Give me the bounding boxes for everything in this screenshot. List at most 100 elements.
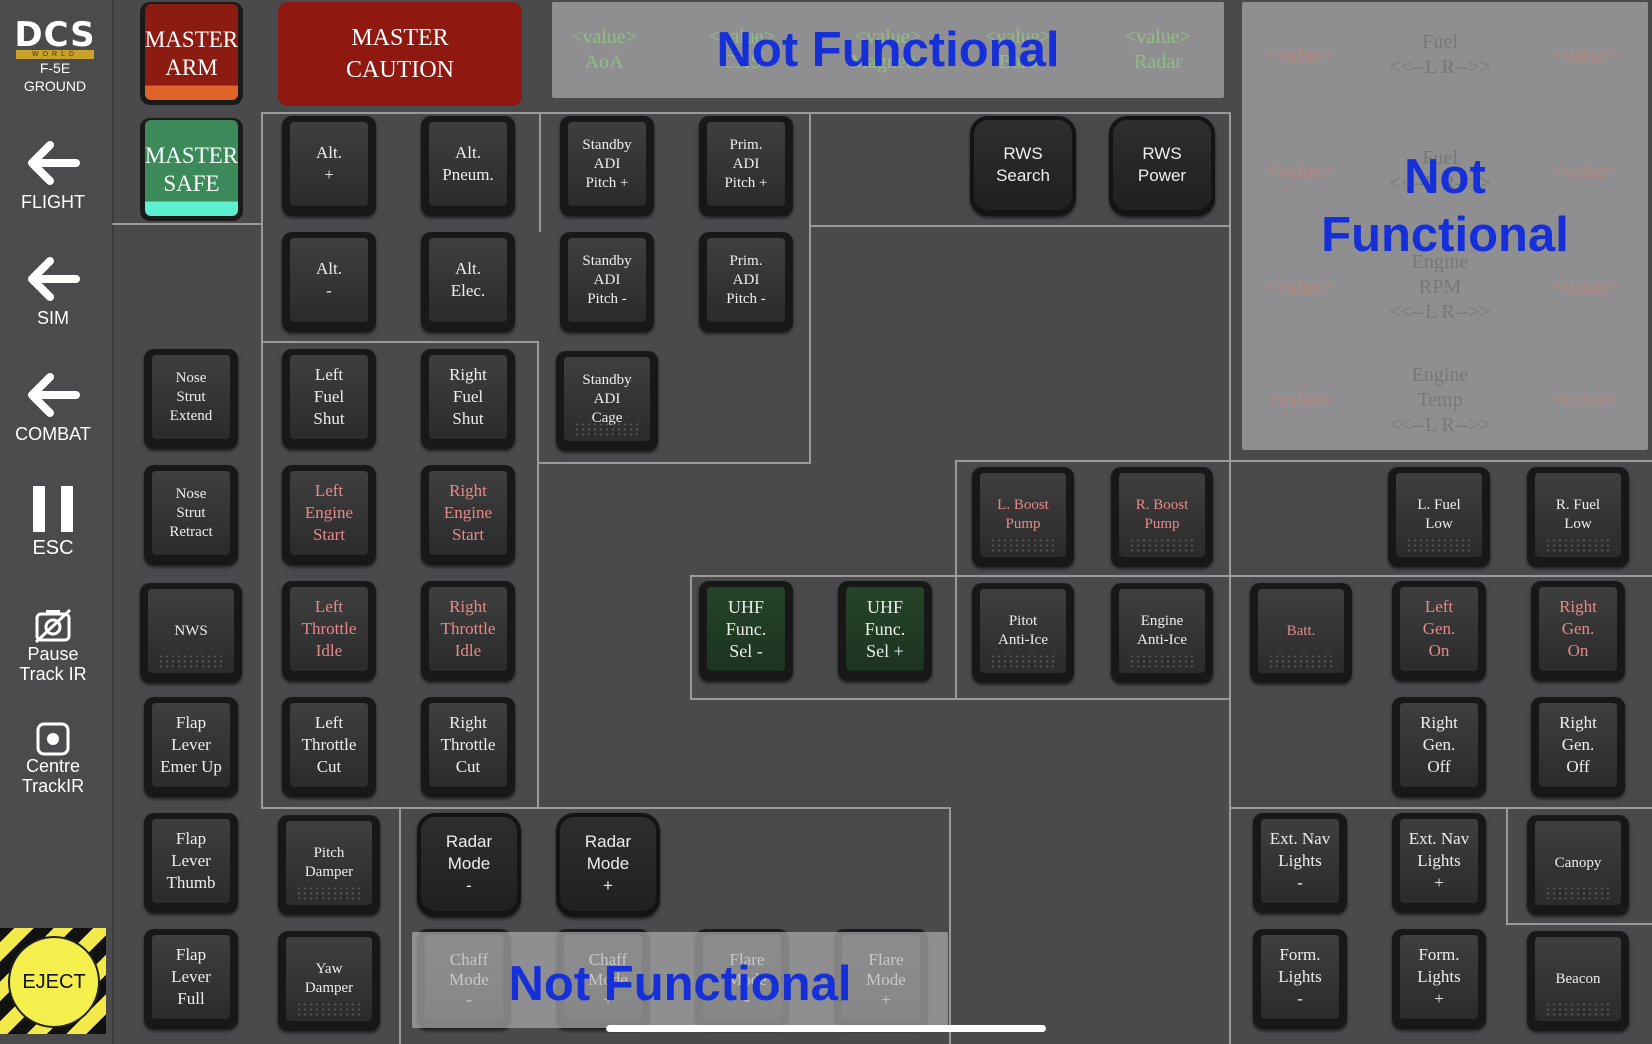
left-throttle-cut-button[interactable]: Left Throttle Cut: [282, 697, 376, 797]
alt-pneum-button[interactable]: Alt. Pneum.: [421, 116, 515, 216]
divider: [1506, 923, 1652, 925]
uhf-func-sel-minus-button[interactable]: UHF Func. Sel -: [699, 581, 793, 681]
flare-mode-plus-label: Flare Mode +: [866, 950, 906, 1009]
radar-mode-plus-button[interactable]: Radar Mode +: [556, 813, 660, 917]
right-gen-on-button[interactable]: Right Gen. On: [1531, 581, 1625, 681]
right-gen-off-button[interactable]: Right Gen. Off: [1392, 697, 1486, 797]
right-engine-start-button[interactable]: Right Engine Start: [421, 465, 515, 565]
divider: [690, 575, 692, 699]
divider: [690, 575, 1652, 577]
nws-label: NWS: [148, 589, 234, 673]
home-indicator[interactable]: [606, 1025, 1046, 1032]
std-adi-pitch-minus-button[interactable]: Standby ADI Pitch -: [560, 232, 654, 332]
temp-left-value: <value>: [1267, 388, 1333, 411]
radar-mode-minus-button[interactable]: Radar Mode -: [417, 813, 521, 917]
temp-right-value: <value>: [1552, 388, 1618, 411]
left-gen-on-label: Left Gen. On: [1400, 587, 1478, 671]
divider: [539, 462, 811, 464]
target-icon: [36, 722, 70, 756]
eject-button[interactable]: EJECT: [0, 928, 106, 1034]
r-fuel-low-label: R. Fuel Low: [1535, 473, 1621, 557]
logo-brand: DCS: [14, 15, 96, 55]
beacon-button[interactable]: Beacon: [1527, 931, 1629, 1031]
r-fuel-low-button[interactable]: R. Fuel Low: [1527, 467, 1629, 567]
mode-label: GROUND: [23, 78, 87, 94]
ext-nav-lights-minus-button[interactable]: Ext. Nav Lights -: [1253, 813, 1347, 913]
master-caution-button[interactable]: MASTER CAUTION: [278, 2, 522, 106]
left-engine-start-button[interactable]: Left Engine Start: [282, 465, 376, 565]
flap-lever-full-button[interactable]: Flap Lever Full: [144, 929, 238, 1029]
divider: [690, 698, 1230, 700]
pitot-anti-ice-button[interactable]: Pitot Anti-Ice: [972, 583, 1074, 683]
nws-button[interactable]: NWS: [140, 583, 242, 683]
camera-off-icon: [34, 608, 72, 644]
yaw-damper-label: Yaw Damper: [286, 937, 372, 1021]
sidebar: DCS WORLD F-5E GROUND FLIGHT SIM COMBAT …: [0, 0, 114, 1044]
magnetic-gauge: <value> Magnetic: [850, 26, 926, 73]
master-arm-button[interactable]: MASTER ARM: [140, 2, 243, 105]
esc-label: ESC: [32, 537, 74, 559]
uhf-func-sel-plus-button[interactable]: UHF Func. Sel +: [838, 581, 932, 681]
left-throttle-idle-button[interactable]: Left Throttle Idle: [282, 581, 376, 681]
rws-power-button[interactable]: RWS Power: [1109, 116, 1215, 216]
divider: [539, 112, 541, 232]
divider: [955, 460, 957, 700]
left-gen-on-button[interactable]: Left Gen. On: [1392, 581, 1486, 681]
nose-strut-extend-button[interactable]: Nose Strut Extend: [144, 349, 238, 449]
master-arm-face: [145, 4, 238, 100]
batt-button[interactable]: Batt.: [1250, 583, 1352, 683]
std-adi-pitch-plus-button[interactable]: Standby ADI Pitch +: [560, 116, 654, 216]
pause-trackir-label: Pause Track IR: [19, 644, 87, 684]
prim-adi-pitch-minus-button[interactable]: Prim. ADI Pitch -: [699, 232, 793, 332]
form-lights-minus-button[interactable]: Form. Lights -: [1253, 929, 1347, 1029]
flap-lever-thumb-button[interactable]: Flap Lever Thumb: [144, 813, 238, 913]
std-adi-cage-button[interactable]: Standby ADI Cage: [556, 351, 658, 451]
aircraft-label: F-5E: [39, 60, 71, 76]
right-throttle-idle-label: Right Throttle Idle: [429, 587, 507, 671]
prim-adi-pitch-plus-button[interactable]: Prim. ADI Pitch +: [699, 116, 793, 216]
left-fuel-shut-label: Left Fuel Shut: [290, 355, 368, 439]
uhf-func-sel-minus-label: UHF Func. Sel -: [707, 587, 785, 671]
r-boost-pump-button[interactable]: R. Boost Pump: [1111, 467, 1213, 567]
esc-button[interactable]: ESC: [0, 484, 106, 558]
right-gauges-disabled-panel: <value> Fuel <<--L R-->> <value> <value>…: [1242, 2, 1648, 450]
divider: [1506, 807, 1508, 925]
alt-elec-button[interactable]: Alt. Elec.: [421, 232, 515, 332]
alt-minus-button[interactable]: Alt. -: [282, 232, 376, 332]
uhf-func-sel-plus-label: UHF Func. Sel +: [846, 587, 924, 671]
centre-trackir-button[interactable]: Centre TrackIR: [0, 722, 106, 796]
fuel-right-value: <value>: [1552, 43, 1618, 66]
alt-minus-label: Alt. -: [290, 238, 368, 322]
alt-pneum-label: Alt. Pneum.: [429, 122, 507, 206]
rws-search-button[interactable]: RWS Search: [970, 116, 1076, 216]
right-throttle-cut-label: Right Throttle Cut: [429, 703, 507, 787]
flap-lever-emer-up-button[interactable]: Flap Lever Emer Up: [144, 697, 238, 797]
nav-flight-label: FLIGHT: [20, 192, 85, 212]
right-gen-off-button-2[interactable]: Right Gen. Off: [1531, 697, 1625, 797]
alt-plus-button[interactable]: Alt. +: [282, 116, 376, 216]
nav-flight-button[interactable]: FLIGHT: [0, 138, 106, 212]
right-throttle-idle-button[interactable]: Right Throttle Idle: [421, 581, 515, 681]
left-throttle-idle-label: Left Throttle Idle: [290, 587, 368, 671]
alt-elec-label: Alt. Elec.: [429, 238, 507, 322]
aoa-gauge: <value> AoA: [571, 26, 637, 73]
right-throttle-cut-button[interactable]: Right Throttle Cut: [421, 697, 515, 797]
pitch-damper-button[interactable]: Pitch Damper: [278, 815, 380, 915]
divider: [1229, 807, 1652, 809]
right-fuel-shut-button[interactable]: Right Fuel Shut: [421, 349, 515, 449]
form-lights-plus-button[interactable]: Form. Lights +: [1392, 929, 1486, 1029]
nav-sim-button[interactable]: SIM: [0, 254, 106, 328]
l-fuel-low-button[interactable]: L. Fuel Low: [1388, 467, 1490, 567]
arrow-left-icon: [28, 373, 80, 417]
nose-strut-retract-button[interactable]: Nose Strut Retract: [144, 465, 238, 565]
canopy-button[interactable]: Canopy: [1527, 815, 1629, 915]
engine-anti-ice-button[interactable]: Engine Anti-Ice: [1111, 583, 1213, 683]
not-functional-bottom-label: Not Functional: [508, 957, 852, 1011]
l-boost-pump-button[interactable]: L. Boost Pump: [972, 467, 1074, 567]
nav-combat-button[interactable]: COMBAT: [0, 370, 106, 444]
ext-nav-lights-plus-button[interactable]: Ext. Nav Lights +: [1392, 813, 1486, 913]
yaw-damper-button[interactable]: Yaw Damper: [278, 931, 380, 1031]
pause-trackir-button[interactable]: Pause Track IR: [0, 608, 106, 684]
master-safe-button[interactable]: MASTER SAFE: [140, 118, 243, 221]
left-fuel-shut-button[interactable]: Left Fuel Shut: [282, 349, 376, 449]
